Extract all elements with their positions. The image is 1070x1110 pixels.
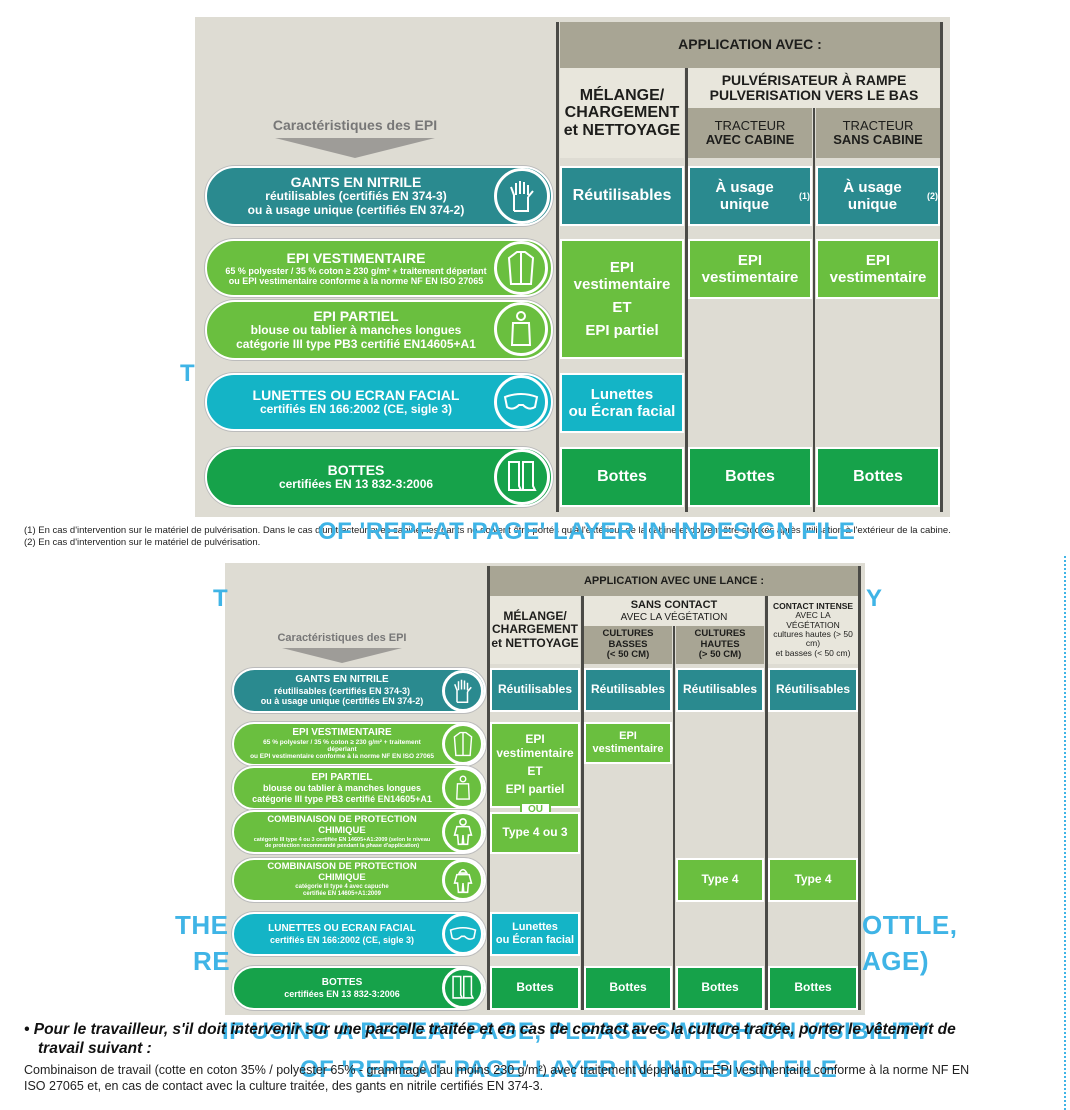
bullet-body-line2: ISO 27065 et, en cas de contact avec la …	[24, 1079, 544, 1094]
bullet-heading: • Pour le travailleur, s'il doit interve…	[24, 1020, 1064, 1059]
glove-icon	[494, 168, 550, 224]
hood-coverall-icon	[442, 859, 484, 901]
table1-arrow	[275, 138, 435, 158]
guide-line	[1064, 556, 1066, 1110]
table1-separator	[940, 22, 943, 512]
goggles-icon	[442, 913, 484, 955]
table1-application-header: APPLICATION AVEC :	[560, 22, 940, 68]
boot-icon	[442, 967, 484, 1009]
table1-separator	[685, 68, 688, 512]
coat-icon	[442, 723, 484, 765]
table1-separator	[813, 108, 815, 512]
table1-caracteristiques: Caractéristiques des EPI	[272, 117, 438, 133]
watermark-line-c: OF 'REPEAT PAGE' LAYER IN INDESIGN FILE	[300, 1056, 838, 1083]
table2-separator	[673, 626, 675, 1010]
table1-row-gants: GANTS EN NITRILE réutilisables (certifié…	[205, 166, 553, 226]
table1-row-vest: EPI VESTIMENTAIRE 65 % polyester / 35 % …	[205, 239, 553, 297]
table2-cell-type4-contact: Type 4	[768, 858, 858, 902]
glove-icon	[442, 670, 484, 712]
watermark-frag-y: Y	[866, 585, 883, 612]
table2-row-vest: EPI VESTIMENTAIRE 65 % polyester / 35 % …	[232, 722, 486, 766]
bullet-body-line1: Combinaison de travail (cotte en coton 3…	[24, 1063, 970, 1077]
table2-cell-reutilisables-4: Réutilisables	[768, 668, 858, 712]
table2-cell-reutilisables-3: Réutilisables	[676, 668, 764, 712]
table2-col-hautes: CULTURES HAUTES(> 50 CM)	[676, 626, 764, 664]
table1-cell-bottes-2: Bottes	[688, 447, 812, 507]
watermark-frag-re: RE	[193, 946, 231, 976]
table2-application-header: APPLICATION AVEC UNE LANCE :	[490, 566, 858, 596]
watermark-frag-ottle: OTTLE,	[862, 910, 958, 940]
table1-cell-bottes-3: Bottes	[816, 447, 940, 507]
table2-cell-bottes-3: Bottes	[676, 966, 764, 1010]
table2-cell-type43: Type 4 ou 3	[490, 812, 580, 854]
goggles-icon	[494, 375, 548, 429]
table1-cell-usage-unique-2: À usage unique(2)	[816, 166, 940, 226]
watermark-line-a: OF 'REPEAT PAGE' LAYER IN INDESIGN FILE	[318, 518, 856, 545]
table2-cell-type4-hautes: Type 4	[676, 858, 764, 902]
watermark-line-b: IF USING A REPEAT PAGE, PLEASE SWITCH ON…	[222, 1018, 931, 1045]
table1-cell-bottes-1: Bottes	[560, 447, 684, 507]
apron-icon	[442, 767, 484, 809]
boot-icon	[494, 449, 550, 505]
table2-cell-bottes-4: Bottes	[768, 966, 858, 1010]
table2-cell-bottes-1: Bottes	[490, 966, 580, 1010]
table2-separator	[581, 596, 584, 1010]
watermark-frag-t2: T	[213, 585, 229, 612]
footnote-1: (1) En cas d'intervention sur le matérie…	[24, 525, 951, 536]
apron-icon	[494, 302, 548, 356]
table2-separator	[858, 566, 861, 1010]
table2-cell-reutilisables-2: Réutilisables	[584, 668, 672, 712]
table2-row-partiel: EPI PARTIEL blouse ou tablier à manches …	[232, 766, 486, 810]
table1-cell-usage-unique-1: À usage unique(1)	[688, 166, 812, 226]
table2-caracteristiques: Caractéristiques des EPI	[277, 632, 407, 644]
table2-col-basses: CULTURES BASSES(< 50 CM)	[584, 626, 672, 664]
table2-cell-bottes-2: Bottes	[584, 966, 672, 1010]
footnote-2: (2) En cas d'intervention sur le matérie…	[24, 537, 261, 548]
table2-cell-reutilisables-1: Réutilisables	[490, 668, 580, 712]
table2-separator	[487, 566, 490, 1010]
table1-separator	[556, 22, 559, 512]
watermark-frag-age: AGE)	[862, 946, 929, 976]
table2-separator	[765, 596, 768, 1010]
table1-cell-reutilisables: Réutilisables	[560, 166, 684, 226]
table2-arrow	[282, 648, 402, 663]
watermark-frag-t1: T	[180, 360, 196, 387]
bullet-heading-line1: • Pour le travailleur, s'il doit interve…	[24, 1021, 956, 1038]
watermark-frag-the: THE	[175, 910, 229, 940]
coverall-icon	[442, 811, 484, 853]
bullet-body: Combinaison de travail (cotte en coton 3…	[24, 1062, 1068, 1095]
bullet-heading-line2: travail suivant :	[38, 1040, 152, 1058]
coat-icon	[494, 241, 548, 295]
